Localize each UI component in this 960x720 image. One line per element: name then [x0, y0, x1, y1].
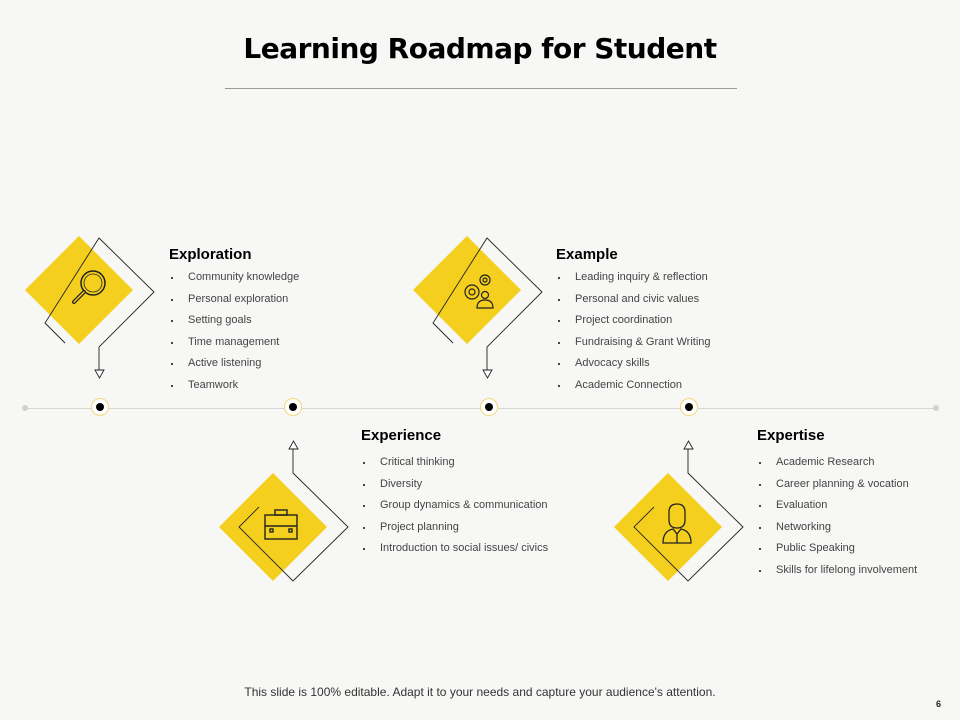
page-number: 6	[936, 699, 942, 709]
list-item: Introduction to social issues/ civics	[361, 538, 548, 560]
list-item: Fundraising & Grant Writing	[556, 332, 711, 354]
list-item: Setting goals	[169, 310, 299, 332]
list-item: Active listening	[169, 353, 299, 375]
timeline-node-example	[480, 398, 498, 416]
list-item: Personal and civic values	[556, 289, 711, 311]
list-item: Project planning	[361, 517, 548, 539]
stage-title-exploration: Exploration	[169, 246, 252, 263]
exploration-list: Community knowledge Personal exploration…	[169, 267, 299, 397]
list-item: Diversity	[361, 474, 548, 496]
experience-list: Critical thinking Diversity Group dynami…	[361, 452, 548, 560]
list-item: Public Speaking	[757, 538, 917, 560]
magnifier-icon	[72, 270, 106, 304]
list-item: Evaluation	[757, 495, 917, 517]
person-icon	[662, 503, 692, 544]
title-divider	[225, 88, 737, 89]
example-list: Leading inquiry & reflection Personal an…	[556, 267, 711, 397]
stage-title-expertise: Expertise	[757, 427, 825, 444]
list-item: Personal exploration	[169, 289, 299, 311]
timeline-node-experience	[284, 398, 302, 416]
exploration-diamond-graphic	[25, 236, 155, 379]
list-item: Leading inquiry & reflection	[556, 267, 711, 289]
experience-diamond-graphic	[219, 440, 349, 582]
slide-title: Learning Roadmap for Student	[243, 32, 717, 65]
list-item: Project coordination	[556, 310, 711, 332]
list-item: Career planning & vocation	[757, 474, 917, 496]
list-item: Academic Research	[757, 452, 917, 474]
list-item: Community knowledge	[169, 267, 299, 289]
expertise-list: Academic Research Career planning & voca…	[757, 452, 917, 582]
list-item: Teamwork	[169, 375, 299, 397]
list-item: Academic Connection	[556, 375, 711, 397]
timeline-end-dot	[933, 405, 939, 411]
gears-person-icon	[464, 274, 494, 309]
list-item: Networking	[757, 517, 917, 539]
briefcase-icon	[264, 509, 298, 540]
timeline-node-exploration	[91, 398, 109, 416]
expertise-diamond-graphic	[614, 440, 744, 582]
stage-title-example: Example	[556, 246, 618, 263]
list-item: Time management	[169, 332, 299, 354]
list-item: Critical thinking	[361, 452, 548, 474]
footer-note: This slide is 100% editable. Adapt it to…	[244, 685, 716, 699]
timeline-start-dot	[22, 405, 28, 411]
list-item: Group dynamics & communication	[361, 495, 548, 517]
stage-title-experience: Experience	[361, 427, 442, 444]
example-diamond-graphic	[413, 236, 543, 379]
timeline-node-expertise	[680, 398, 698, 416]
list-item: Skills for lifelong involvement	[757, 560, 917, 582]
list-item: Advocacy skills	[556, 353, 711, 375]
